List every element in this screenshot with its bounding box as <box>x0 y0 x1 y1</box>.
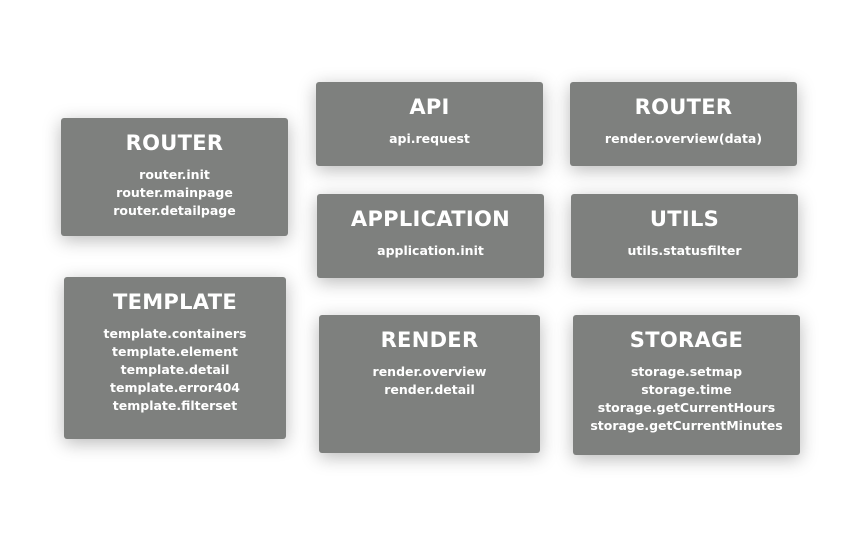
storage-module-box: STORAGE storage.setmap storage.time stor… <box>573 315 800 455</box>
module-item: router.detailpage <box>113 203 236 218</box>
module-item: router.mainpage <box>116 185 233 200</box>
storage-module-items: storage.setmap storage.time storage.getC… <box>573 363 800 435</box>
api-module-box: API api.request <box>316 82 543 166</box>
application-module-title: APPLICATION <box>350 207 511 231</box>
module-item: template.containers <box>103 326 247 341</box>
application-module-items: application.init <box>317 242 544 260</box>
module-item: storage.time <box>641 382 732 397</box>
template-module-title: TEMPLATE <box>112 290 238 314</box>
application-module-box: APPLICATION application.init <box>317 194 544 278</box>
template-module-box: TEMPLATE template.containers template.el… <box>64 277 286 439</box>
render-module-items: render.overview render.detail <box>319 363 540 399</box>
module-item: api.request <box>389 131 470 146</box>
module-item: storage.setmap <box>630 364 743 379</box>
template-module-items: template.containers template.element tem… <box>64 325 286 415</box>
render-module-box: RENDER render.overview render.detail <box>319 315 540 453</box>
api-module-items: api.request <box>316 130 543 148</box>
module-item: template.element <box>112 344 238 359</box>
utils-module-title: UTILS <box>649 207 720 231</box>
module-item: render.detail <box>384 382 475 397</box>
router-module-title: ROUTER <box>125 131 224 155</box>
router-render-module-items: render.overview(data) <box>570 130 797 148</box>
module-item: render.overview(data) <box>604 131 763 146</box>
module-item: storage.getCurrentMinutes <box>590 418 783 433</box>
module-item: storage.getCurrentHours <box>597 400 776 415</box>
utils-module-items: utils.statusfilter <box>571 242 798 260</box>
module-item: template.error404 <box>110 380 240 395</box>
module-item: template.detail <box>120 362 230 377</box>
render-module-title: RENDER <box>380 328 479 352</box>
module-item: application.init <box>377 243 484 258</box>
router-module-items: router.init router.mainpage router.detai… <box>61 166 288 220</box>
module-item: utils.statusfilter <box>627 243 742 258</box>
api-module-title: API <box>409 95 450 119</box>
utils-module-box: UTILS utils.statusfilter <box>571 194 798 278</box>
router-render-module-title: ROUTER <box>634 95 733 119</box>
module-item: template.filterset <box>112 398 238 413</box>
router-render-module-box: ROUTER render.overview(data) <box>570 82 797 166</box>
module-item: render.overview <box>372 364 487 379</box>
storage-module-title: STORAGE <box>629 328 744 352</box>
module-item: router.init <box>139 167 210 182</box>
router-module-box: ROUTER router.init router.mainpage route… <box>61 118 288 236</box>
